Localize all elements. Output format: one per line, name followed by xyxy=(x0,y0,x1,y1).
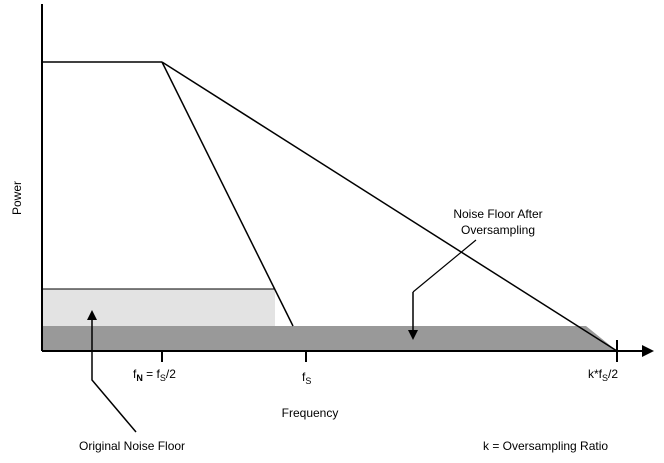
oversampling-ratio-note: k = Oversampling Ratio xyxy=(483,439,608,453)
after-oversampling-label-line1: Noise Floor After xyxy=(453,207,542,221)
y-axis-label: Power xyxy=(10,181,24,215)
original-noise-arrowhead xyxy=(87,310,97,320)
tick-label-fs: fS xyxy=(302,370,311,386)
x-axis-label: Frequency xyxy=(282,406,339,420)
after-oversampling-arrowhead xyxy=(408,330,418,340)
original-noise-leader xyxy=(91,318,137,433)
original-rolloff-line xyxy=(161,61,294,327)
oversampled-noise-band xyxy=(42,326,617,351)
after-oversampling-label-line2: Oversampling xyxy=(461,223,535,237)
original-noise-band xyxy=(42,289,275,326)
tick-label-fn: fN = fS/2 xyxy=(133,367,176,383)
original-noise-label: Original Noise Floor xyxy=(79,439,185,453)
oversampled-rolloff-line xyxy=(161,61,618,352)
x-axis-arrowhead xyxy=(642,345,654,357)
after-oversampling-leader xyxy=(412,239,477,293)
tick-label-kfs: k*fS/2 xyxy=(588,367,618,383)
